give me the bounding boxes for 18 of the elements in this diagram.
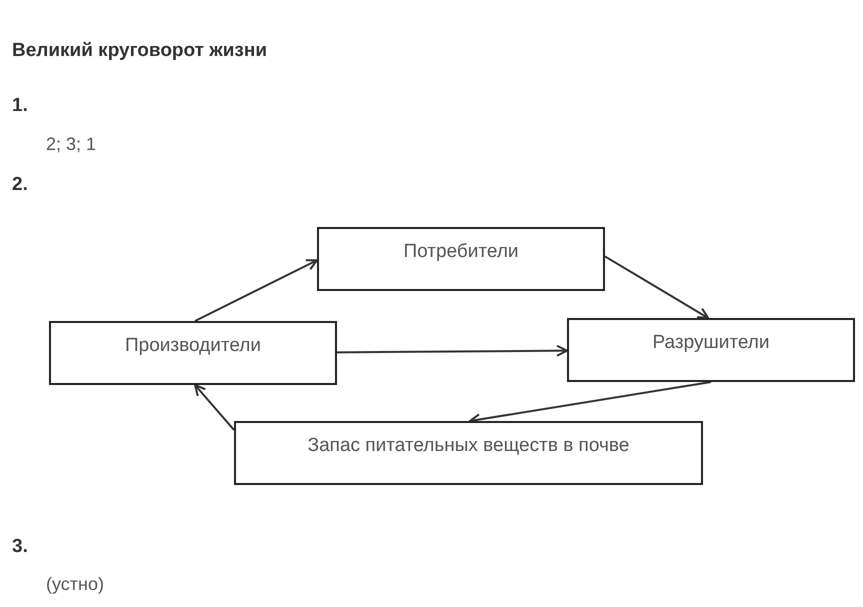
question-number: 2. [12, 174, 28, 196]
arrow [194, 259, 318, 322]
node-label: Запас питательных веществ в почве [308, 435, 630, 457]
process-box [317, 227, 605, 291]
process-box [234, 421, 703, 485]
answer-text: 2; 3; 1 [46, 134, 96, 155]
arrow [604, 256, 710, 319]
question-number: 3. [12, 536, 28, 558]
node-label: Производители [125, 335, 261, 357]
arrow [337, 344, 568, 357]
node-label: Разрушители [652, 332, 770, 354]
question-number: 1. [12, 95, 28, 117]
process-box [567, 318, 855, 382]
node-label: Потребители [403, 241, 519, 263]
heading: Великий круговорот жизни [12, 40, 267, 62]
process-box [49, 321, 337, 385]
arrow [194, 384, 235, 431]
answer-text: (устно) [46, 574, 104, 595]
